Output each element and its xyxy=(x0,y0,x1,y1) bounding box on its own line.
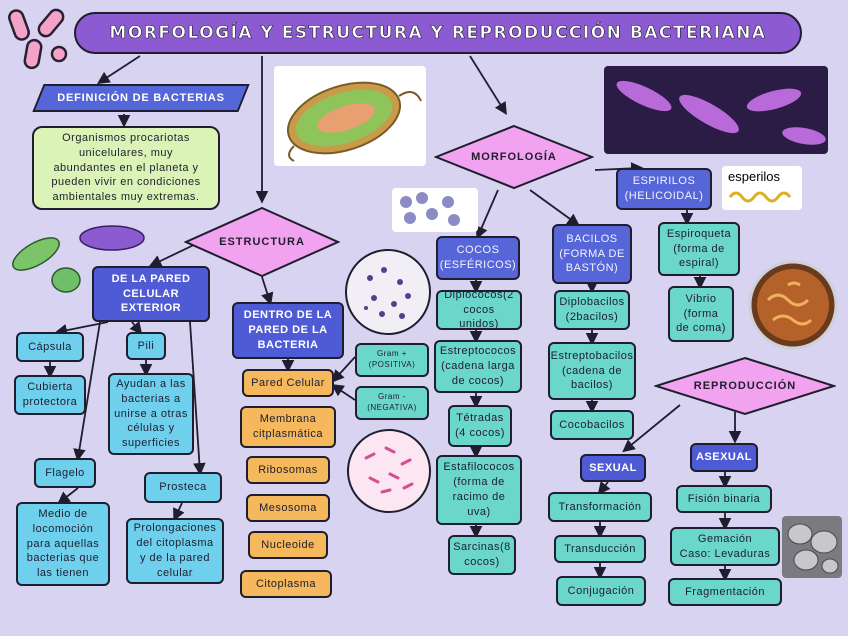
capsula-desc: Cubierta protectora xyxy=(14,375,86,415)
prosteca-node: Prosteca xyxy=(144,472,222,503)
gram-negative-node: Gram - (NEGATIVA) xyxy=(355,386,429,420)
green-purple-bacteria-icon xyxy=(12,225,145,293)
reproduccion-diamond: REPRODUCCIÓN xyxy=(654,356,836,416)
fision-binaria-node: Fisión binaria xyxy=(676,485,772,513)
flagelo-node: Flagelo xyxy=(34,458,96,488)
gram-positive-node: Gram + (POSITIVA) xyxy=(355,343,429,377)
estafilococos-node: Estafilococos (forma de racimo de uva) xyxy=(436,455,522,525)
sexual-heading: SEXUAL xyxy=(580,454,646,482)
bacilos-heading: BACILOS (FORMA DE BASTÓN) xyxy=(552,224,632,284)
diplobacilos-node: Diplobacilos (2bacilos) xyxy=(554,290,630,330)
gemacion-node: Gemación Caso: Levaduras xyxy=(670,527,780,566)
main-title: MORFOLOGÍA Y ESTRUCTURA Y REPRODUCCIÓN B… xyxy=(74,12,802,54)
spirilla-sketch-icon: esperilos xyxy=(722,166,802,210)
transduccion-node: Transducción xyxy=(554,535,646,563)
estreptococos-node: Estreptococos (cadena larga de cocos) xyxy=(434,340,522,393)
morfologia-diamond: MORFOLOGÍA xyxy=(434,124,594,190)
cocobacilos-node: Cocobacilos xyxy=(550,410,634,440)
bacteria-cell-diagram-icon xyxy=(274,66,426,166)
petri-dish-icon xyxy=(748,260,838,350)
cocos-heading: COCOS (ESFÉRICOS) xyxy=(436,236,520,280)
espiroqueta-node: Espiroqueta (forma de espiral) xyxy=(658,222,740,276)
estructura-diamond: ESTRUCTURA xyxy=(184,206,340,278)
conjugacion-node: Conjugación xyxy=(556,576,646,606)
capsula-node: Cápsula xyxy=(16,332,84,362)
diplococos-node: Diplococos(2 cocos unidos) xyxy=(436,289,522,330)
spirilla-label: esperilos xyxy=(728,169,781,184)
mesosoma-node: Mesosoma xyxy=(246,494,330,522)
asexual-heading: ASEXUAL xyxy=(690,443,758,472)
pili-desc: Ayudan a las bacterias a unirse a otras … xyxy=(108,373,194,455)
gram-positive-stain-icon xyxy=(345,249,431,335)
bacteria-photo-icon xyxy=(604,66,828,154)
espirilos-heading: ESPIRILOS (HELICOIDAL) xyxy=(616,168,712,210)
definition-heading: DEFINICIÓN DE BACTERIAS xyxy=(32,84,250,112)
cocci-spheres-icon xyxy=(392,188,478,232)
prosteca-desc: Prolongaciones del citoplasma y de la pa… xyxy=(126,518,224,584)
membrana-node: Membrana citplasmática xyxy=(240,406,336,448)
sarcinas-node: Sarcinas(8 cocos) xyxy=(448,535,516,575)
pared-exterior-heading: DE LA PARED CELULAR EXTERIOR xyxy=(92,266,210,322)
transformacion-node: Transformación xyxy=(548,492,652,522)
gram-negative-stain-icon xyxy=(347,429,431,513)
flagelo-desc: Medio de locomoción para aquellas bacter… xyxy=(16,502,110,586)
citoplasma-node: Citoplasma xyxy=(240,570,332,598)
yeast-micrograph-icon xyxy=(782,516,842,578)
estreptobacilos-node: Estreptobacilos (cadena de bacilos) xyxy=(548,342,636,400)
pili-node: Pili xyxy=(126,332,166,360)
fragmentacion-node: Fragmentación xyxy=(668,578,782,606)
dentro-heading: DENTRO DE LA PARED DE LA BACTERIA xyxy=(232,302,344,359)
nucleoide-node: Nucleoide xyxy=(248,531,328,559)
vibrio-node: Vibrio (forma de coma) xyxy=(668,286,734,342)
tetradas-node: Tétradas (4 cocos) xyxy=(448,405,512,447)
bacteria-cartoon-icon xyxy=(8,8,68,70)
definition-text: Organismos procariotas unicelulares, muy… xyxy=(32,126,220,210)
ribosomas-node: Ribosomas xyxy=(246,456,330,484)
pared-celular-node: Pared Celular xyxy=(242,369,334,397)
